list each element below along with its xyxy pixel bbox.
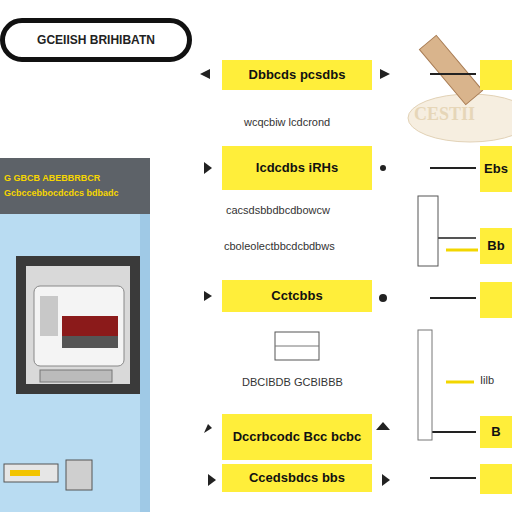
box-text: G GBCB ABEBBRBCR	[4, 173, 100, 184]
side-box: Bb	[480, 228, 512, 264]
wooden-stick	[419, 35, 482, 104]
right-yellow-box	[480, 60, 512, 90]
note-text: cacsdsbbdbcdbowcw	[224, 204, 332, 216]
note-text: DBCIBDB GCBIBBB	[240, 376, 345, 388]
machine-body	[34, 286, 124, 366]
process-box: Dccrbcodc Bcc bcbc	[222, 414, 372, 460]
process-box: Dbbcds pcsdbs	[222, 60, 372, 90]
title-pill: GCEIISH BRIHIBATN	[0, 18, 192, 62]
machine-panel	[26, 266, 130, 384]
process-box: Ccedsbdcs bbs	[222, 464, 372, 492]
card-slot	[4, 464, 58, 482]
arrow-marks	[200, 69, 390, 486]
box-text: Cctcbbs	[271, 288, 322, 304]
box-text: Ccedsbdcs bbs	[249, 470, 345, 486]
box-text: Dbbcds pcsdbs	[249, 67, 346, 83]
machine-display-base	[62, 336, 118, 348]
machine-slot	[40, 296, 58, 336]
blank-box-line	[275, 346, 319, 347]
yellow-line	[446, 381, 474, 384]
blank-box	[275, 332, 319, 360]
note-text: Iilb	[478, 374, 496, 386]
machine-display	[62, 316, 118, 336]
box-text: Ebs	[484, 161, 508, 177]
box-text: B	[491, 424, 500, 440]
right-yellow-box	[480, 282, 512, 318]
process-box: Icdcdbs iRHs	[222, 146, 372, 190]
process-box: Cctcbbs	[222, 280, 372, 312]
box-text: Icdcdbs iRHs	[256, 160, 338, 176]
building-body	[0, 214, 150, 512]
right-yellow-box	[480, 464, 512, 494]
box-subtext: Gcbccebbocdcdcs bdbadc	[4, 188, 119, 199]
right-bar	[438, 237, 476, 239]
seal	[408, 94, 512, 142]
box-text: Bb	[487, 238, 504, 254]
machine-frame	[16, 256, 140, 394]
card-slot-light	[10, 470, 40, 476]
building-sign: G GBCB ABEBBRBCR Gcbccebbocdcdcs bdbadc	[0, 158, 150, 214]
side-box: B	[480, 416, 512, 448]
building-side	[140, 214, 150, 512]
note-text: cboleolectbbcdcbdbws	[222, 240, 337, 252]
box-text: Dccrbcodc Bcc bcbc	[233, 429, 362, 445]
right-post	[418, 330, 432, 440]
note-text: wcqcbiw lcdcrond	[242, 116, 332, 128]
box-text: GCEIISH BRIHIBATN	[37, 33, 155, 47]
keypad	[66, 460, 92, 490]
seal-text: CESTII	[412, 104, 477, 125]
yellow-line	[446, 249, 478, 252]
side-box: Ebs	[480, 146, 512, 192]
right-panel	[418, 196, 438, 266]
machine-tray	[40, 370, 112, 382]
